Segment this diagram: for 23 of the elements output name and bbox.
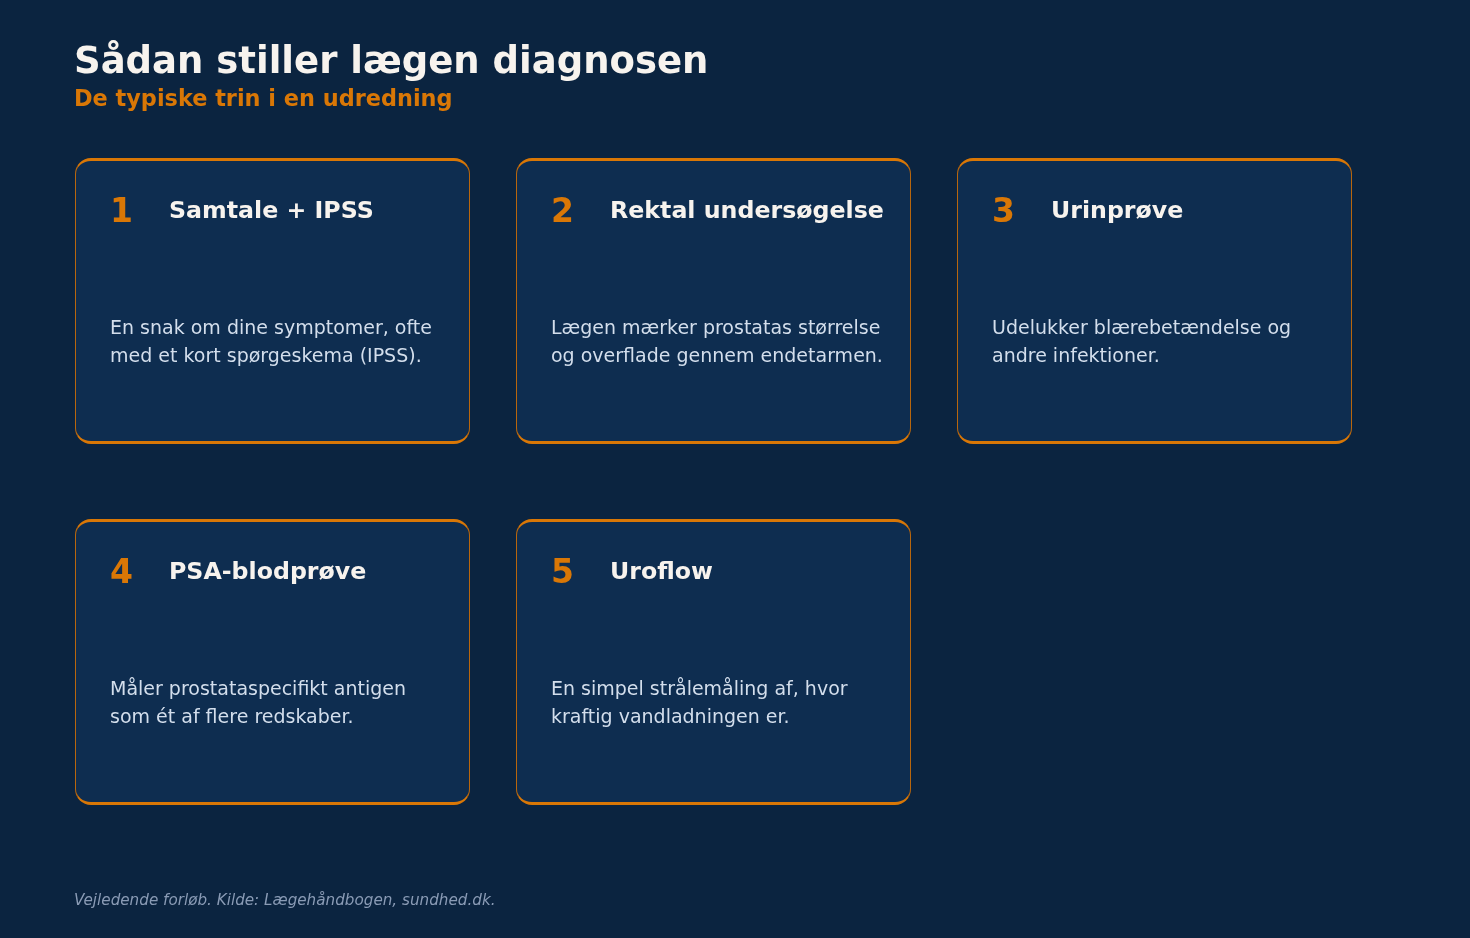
step-title: Urinprøve <box>1051 196 1184 225</box>
step-card <box>516 519 911 805</box>
step-number: 3 <box>992 191 1015 231</box>
step-card <box>516 158 911 444</box>
step-title: Rektal undersøgelse <box>610 196 884 225</box>
step-title: Uroflow <box>610 557 713 586</box>
step-title: Samtale + IPSS <box>169 196 374 225</box>
diagram-title: Sådan stiller lægen diagnosen <box>74 39 709 84</box>
step-card <box>75 158 470 444</box>
step-number: 5 <box>551 552 574 592</box>
step-number: 2 <box>551 191 574 231</box>
step-description: En snak om dine symptomer, ofte med et kort spørgeskema (IPSS). <box>110 315 433 368</box>
step-description: En simpel strålemåling af, hvor kraftig vandladningen er. <box>551 676 849 729</box>
step-title: PSA-blodprøve <box>169 557 367 586</box>
source-note: Vejledende forløb. Kilde: Lægehåndbogen, sundhed.dk. <box>74 891 496 911</box>
step-card <box>75 519 470 805</box>
step-number: 1 <box>110 191 133 231</box>
step-card <box>957 158 1352 444</box>
step-description: Måler prostataspecifikt antigen som ét af flere redskaber. <box>110 676 408 729</box>
step-description: Lægen mærker prostatas størrelse og overflade gennem endetarmen. <box>551 315 884 368</box>
subtitle: De typiske trin i en udredning <box>74 85 453 112</box>
step-description: Udelukker blærebetændelse og andre infektioner. <box>992 315 1293 368</box>
step-number: 4 <box>110 552 133 592</box>
